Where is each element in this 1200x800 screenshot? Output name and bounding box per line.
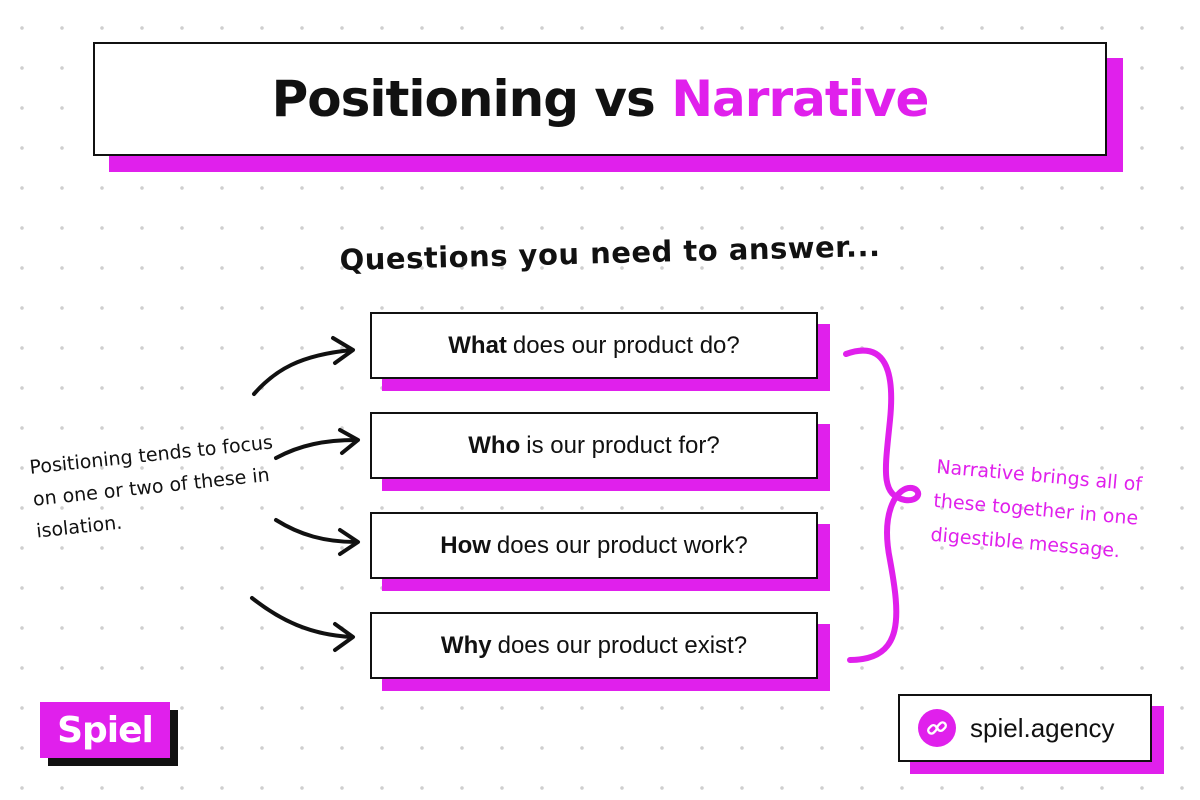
arrow-how — [274, 518, 358, 544]
brace — [843, 347, 922, 663]
narrative-note: Narrative brings all of these together i… — [929, 455, 1143, 563]
page-title: Positioning vs Narrative — [271, 70, 930, 128]
question-text: does our product work? — [496, 531, 748, 559]
website-frame[interactable]: spiel.agency — [898, 694, 1152, 762]
arrowhead-who — [338, 428, 360, 455]
link-icon — [918, 709, 956, 747]
arrowhead-why — [333, 622, 355, 652]
question-frame: What does our product do? — [370, 312, 818, 379]
question-keyword: What — [448, 331, 507, 359]
question-keyword: Who — [468, 431, 521, 459]
question-text: does our product do? — [512, 331, 740, 359]
question-keyword: Why — [440, 631, 492, 659]
arrow-who — [274, 438, 358, 460]
question-text: is our product for? — [526, 431, 720, 459]
arrowhead-how — [338, 528, 360, 556]
question-frame: Why does our product exist? — [370, 612, 818, 679]
title-frame: Positioning vs Narrative — [93, 42, 1107, 156]
question-text: does our product exist? — [497, 631, 748, 659]
title-main: Positioning vs — [271, 70, 656, 128]
arrowhead-what — [331, 336, 355, 365]
logo-text: Spiel — [40, 702, 170, 758]
title-accent: Narrative — [671, 70, 929, 128]
question-frame: How does our product work? — [370, 512, 818, 579]
arrow-what — [252, 348, 354, 396]
website-link[interactable]: spiel.agency — [970, 712, 1115, 743]
question-frame: Who is our product for? — [370, 412, 818, 479]
question-keyword: How — [440, 531, 491, 559]
arrow-why — [250, 596, 354, 639]
